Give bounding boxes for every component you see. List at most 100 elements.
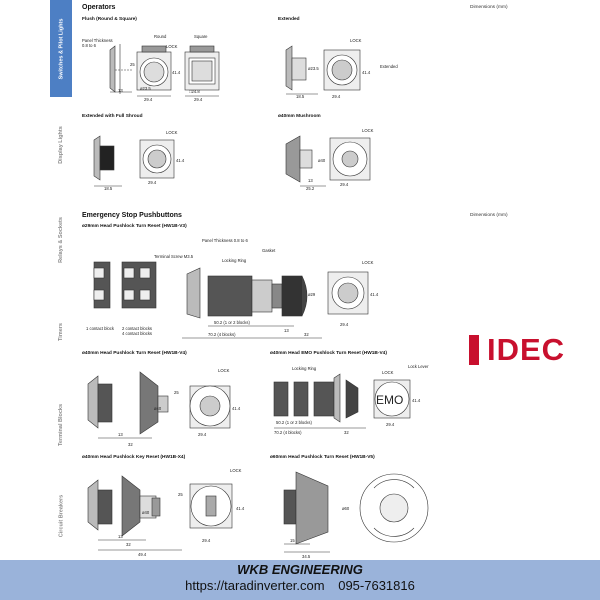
extended-dim-23-5: ø23.5: [308, 66, 319, 71]
idec-logo-bar: [469, 335, 479, 365]
v3-contact-1-label: 1 contact block: [86, 326, 115, 331]
extended-callout-label: Extended: [380, 64, 398, 69]
sidebar-item-circuit-breakers[interactable]: Circuit Breakers: [58, 494, 64, 538]
emo-dim-29-4: 29.4: [386, 422, 395, 427]
v3-dim-70-2: 70.2 (4 blocks): [208, 332, 236, 337]
extended-dim-29-4: 29.4: [332, 94, 341, 99]
sidebar-item-relays[interactable]: Relays & Sockets: [58, 216, 65, 263]
v4-dim-41-4: 41.4: [232, 406, 241, 411]
v4-drawing: LOCK ø40 25 13 32 29.4 41.4: [87, 368, 241, 447]
v3-title: ø29mm Head Pushlock Turn Reset (HW1B-V3): [82, 224, 187, 229]
extended-dim-18-5: 18.5: [296, 94, 305, 99]
v4-dim-32: 32: [128, 442, 133, 447]
v3-drawing: Panel Thickness 0.8 to 6 Gasket Terminal…: [86, 238, 379, 339]
emo-dim-70-2: 70.2 (4 blocks): [274, 430, 302, 435]
extended-dim-41-4: 41.4: [362, 70, 371, 75]
v3-dim-32: 32: [304, 332, 309, 337]
emo-drawing: EMO Locking Ring Lock Lever LOCK 50.2 (1…: [273, 364, 429, 435]
flush-operator-drawing: Panel Thickness 0.8 to 6 Round Square LO…: [82, 34, 220, 102]
v3-dim-41-4: 41.4: [370, 292, 379, 297]
flush-lock-label: LOCK: [166, 44, 178, 49]
v3-locking-ring-label: Locking Ring: [222, 258, 247, 263]
extended-operator-drawing: LOCK Extended 18.5 29.4 ø23.5 41.4: [285, 38, 398, 99]
x4-lock-label: LOCK: [230, 468, 242, 473]
extended-title: Extended: [278, 17, 300, 22]
emo-dim-32: 32: [344, 430, 349, 435]
extended-lock-label: LOCK: [350, 38, 362, 43]
sidebar-item-switches[interactable]: Switches & Pilot Lights: [58, 18, 64, 79]
shroud-dim-18-5: 18.5: [104, 186, 113, 191]
x4-drawing: LOCK ø40 25 13 32 49.4 29.4 41.4: [87, 468, 245, 557]
mushroom-dim-25-2: 25.2: [306, 186, 315, 191]
flush-panel-label: Panel Thickness: [82, 38, 113, 43]
dimensions-note-estop: Dimensions (mm): [470, 213, 508, 218]
v4-dim-13: 13: [118, 432, 123, 437]
x4-dim-25: 25: [178, 492, 183, 497]
idec-logo: IDEC: [466, 329, 600, 371]
v3-dim-29: ø29: [308, 292, 316, 297]
mushroom-dim-13: 13: [308, 178, 313, 183]
shroud-dim-41-4: 41.4: [176, 158, 185, 163]
v3-gasket-label: Gasket: [262, 248, 276, 253]
flush-title: Flush (Round & Square): [82, 17, 137, 22]
v5-title: ø60mm Head Pushlock Turn Reset (HW1B-V5): [270, 455, 375, 460]
extended-shroud-drawing: LOCK 18.5 29.4 41.4: [93, 130, 185, 191]
v5-drawing: ø60 15 34.5: [283, 471, 429, 559]
v4-dim-25: 25: [174, 390, 179, 395]
v4-dim-29-4: 29.4: [198, 432, 207, 437]
emo-dim-50-2: 50.2 (1 or 2 blocks): [276, 420, 312, 425]
estop-title: Emergency Stop Pushbuttons: [82, 212, 182, 219]
v5-dim-15: 15: [290, 538, 295, 543]
emo-locking-ring-label: Locking Ring: [292, 366, 317, 371]
x4-dim-32: 32: [126, 542, 131, 547]
mushroom-lock-label: LOCK: [362, 128, 374, 133]
emo-dim-41-4: 41.4: [412, 398, 421, 403]
sidebar-item-timers[interactable]: Timers: [58, 323, 64, 341]
v3-contact-4-label: 4 contact blocks: [122, 331, 152, 336]
v3-dim-13: 13: [284, 328, 289, 333]
flush-dim-25: 25: [130, 62, 135, 67]
emo-face-text: EMO: [376, 393, 403, 407]
x4-dim-49-4: 49.4: [138, 552, 147, 557]
mushroom-dim-29-4: 29.4: [340, 182, 349, 187]
v4-dim-40: ø40: [154, 406, 162, 411]
shroud-dim-29-4: 29.4: [148, 180, 157, 185]
emo-title: ø40mm Head EMO Pushlock Turn Reset (HW1B…: [270, 351, 387, 356]
flush-dim-29-4-round: 29.4: [144, 97, 153, 102]
phone-number: 095-7631816: [338, 578, 415, 593]
category-sidebar: Switches & Pilot Lights Display Lights R…: [50, 0, 72, 560]
sidebar-item-terminal-blocks[interactable]: Terminal Blocks: [58, 403, 64, 446]
flush-square-label: Square: [194, 34, 208, 39]
contact-line: https://taradinverter.com 095-7631816: [0, 578, 600, 593]
mushroom-operator-drawing: LOCK ø40 13 25.2 29.4: [285, 128, 374, 191]
idec-logo-text: IDEC: [487, 332, 566, 367]
flush-dim-24-8: □24.8: [189, 89, 200, 94]
flush-dim-13: 13: [118, 88, 123, 93]
v3-contact-2-label: 2 contact blocks: [122, 326, 152, 331]
v5-dim-60: ø60: [342, 506, 350, 511]
v5-dim-34-5: 34.5: [302, 554, 311, 559]
flush-round-label: Round: [154, 34, 167, 39]
dimensions-note-top: Dimensions (mm): [470, 5, 508, 10]
mushroom-title: ø40mm Mushroom: [278, 114, 321, 119]
x4-dim-13: 13: [118, 534, 123, 539]
v4-title: ø40mm Head Pushlock Turn Reset (HW1B-V4): [82, 351, 187, 356]
flush-dim-29-4-square: 29.4: [194, 97, 203, 102]
emo-lock-lever-label: Lock Lever: [408, 364, 429, 369]
v3-terminal-screw-label: Terminal Screw M3.5: [154, 254, 194, 259]
x4-dim-41-4: 41.4: [236, 506, 245, 511]
footer-banner: WKB ENGINEERING https://taradinverter.co…: [0, 560, 600, 600]
sidebar-item-display-lights[interactable]: Display Lights: [58, 125, 64, 164]
flush-dim-41-4: 41.4: [172, 70, 181, 75]
shroud-lock-label: LOCK: [166, 130, 178, 135]
flush-panel-range: 0.8 to 6: [82, 43, 97, 48]
sidebar-active-highlight: [50, 0, 72, 97]
v3-dim-50-2: 50.2 (1 or 2 blocks): [214, 320, 250, 325]
v4-lock-label: LOCK: [218, 368, 230, 373]
extended-shroud-title: Extended with Full Shroud: [82, 114, 143, 119]
emo-lock-label: LOCK: [382, 370, 394, 375]
x4-title: ø40mm Head Pushlock Key Reset (HW1B-X4): [82, 455, 186, 460]
v3-dim-29-4: 29.4: [340, 322, 349, 327]
website-link[interactable]: https://taradinverter.com: [185, 578, 325, 593]
company-name: WKB ENGINEERING: [237, 562, 363, 577]
